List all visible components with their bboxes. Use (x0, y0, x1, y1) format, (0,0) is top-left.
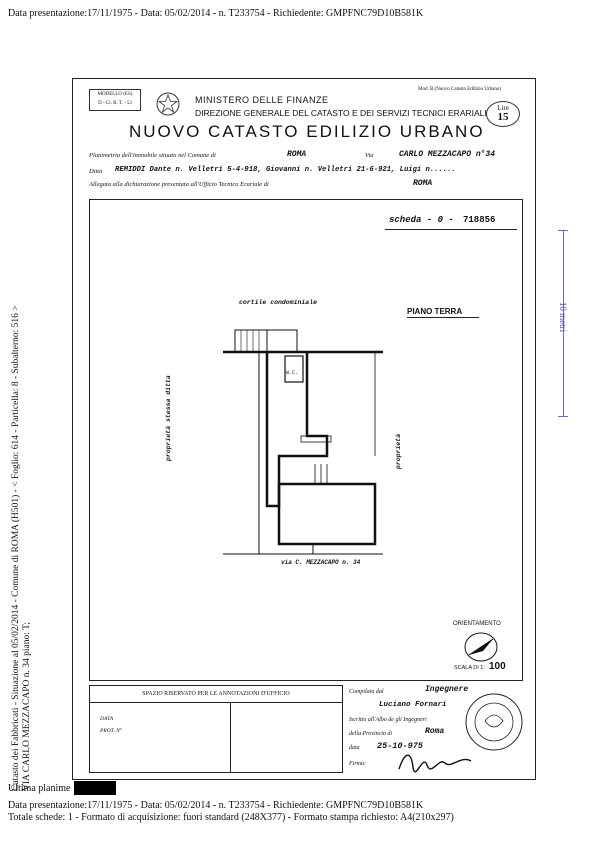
ultima-label: Ultima planime (8, 783, 71, 794)
office-divider (230, 702, 231, 772)
side-caption: Catasto dei Fabbricati - Situazione al 0… (11, 305, 33, 791)
iscritto-label: Iscritto all'Albo de gli Ingegneri (349, 717, 427, 723)
planimetry-sheet: MODELLO (ES) D - Cr. R. T. - 53 Mod. B (… (72, 78, 536, 780)
plan-frame (89, 199, 523, 681)
scale-bar-cap-top (558, 230, 568, 231)
scale-bar (563, 230, 564, 416)
lire-stamp: Lire 15 (486, 101, 520, 127)
floor-plan-drawing (223, 329, 383, 555)
office-box: SPAZIO RISERVATO PER LE ANNOTAZIONI D'UF… (89, 685, 343, 773)
row3-label: Allegata alla dichiarazione presentata a… (89, 181, 269, 188)
office-title: SPAZIO RISERVATO PER LE ANNOTAZIONI D'UF… (90, 686, 342, 703)
row3-value: ROMA (413, 179, 433, 188)
redaction-block (74, 781, 116, 795)
courtyard-label: cortile condominiale (239, 299, 318, 306)
floor-underline (407, 317, 479, 318)
firma-label: Firma: (349, 761, 366, 767)
main-title: NUOVO CATASTO EDILIZIO URBANO (129, 122, 485, 141)
right-note: proprietà (395, 433, 402, 469)
office-data-label: DATA (100, 716, 114, 722)
scheda-label: scheda - 0 - (389, 215, 454, 225)
compass-icon (464, 632, 498, 662)
direction-title: DIREZIONE GENERALE DEL CATASTO E DEI SER… (195, 108, 487, 118)
signature-role: Ingegnere (425, 685, 469, 694)
modello-sub: D - Cr. R. T. - 53 (98, 101, 132, 106)
header-line: Data presentazione:17/11/1975 - Data: 05… (8, 8, 424, 19)
scheda-underline (385, 229, 517, 230)
scale-label: SCALA DI 1: (454, 665, 485, 671)
emblem-icon (156, 92, 180, 116)
side-line-2: VIA CARLO MEZZACAPO n. 34 piano: T; (22, 622, 32, 791)
footer-line-1: Data presentazione:17/11/1975 - Data: 05… (8, 800, 424, 811)
signature-date: 25-10-975 (377, 741, 423, 751)
provincia-value: Roma (425, 727, 445, 736)
stamp-icon (465, 693, 523, 751)
lire-value: 15 (497, 111, 509, 123)
row1-via-label: Via (365, 152, 374, 159)
row1-label: Planimetria dell'immobile situato nel Co… (89, 152, 216, 159)
scale-value: 100 (489, 661, 506, 672)
signature-name: Luciano Fornari (379, 701, 447, 709)
scale-bar-label: 10 metri (558, 301, 569, 333)
row2-value: REMIDDI Dante n. Velletri 5-4-918, Giova… (115, 166, 456, 174)
provincia-label: della Provincia di (349, 731, 393, 737)
lire-label: Lire (497, 104, 509, 112)
mod-reference: Mod. B (Nuovo Catasto Edilizio Urbano) (418, 87, 502, 92)
date-label: data (349, 745, 360, 751)
ministry-title: MINISTERO DELLE FINANZE (195, 95, 329, 105)
street-label: via C. MEZZACAPO n. 34 (281, 559, 361, 566)
scale-bar-cap-bottom (558, 416, 568, 417)
floor-label: PIANO TERRA (407, 307, 463, 316)
wc-label: W.C. (286, 370, 299, 376)
handwritten-signature-icon (398, 754, 472, 773)
left-note: proprietà stessa ditta (165, 375, 172, 461)
footer-line-2: Totale schede: 1 - Formato di acquisizio… (8, 812, 454, 823)
orientation-label: ORIENTAMENTO (453, 621, 501, 627)
compilata-label: Compilata dal (349, 689, 384, 695)
row1-comune: ROMA (287, 150, 307, 159)
office-prot-label: PROT. N° (100, 728, 122, 734)
row1-via: CARLO MEZZACAPO n°34 (399, 150, 496, 159)
side-line-1: Catasto dei Fabbricati - Situazione al 0… (11, 305, 21, 791)
modello-label: MODELLO (ES) (97, 92, 133, 97)
scheda-number: 718856 (463, 215, 496, 225)
modello-box: MODELLO (ES) D - Cr. R. T. - 53 (89, 89, 141, 111)
row2-label: Ditta (89, 168, 103, 175)
